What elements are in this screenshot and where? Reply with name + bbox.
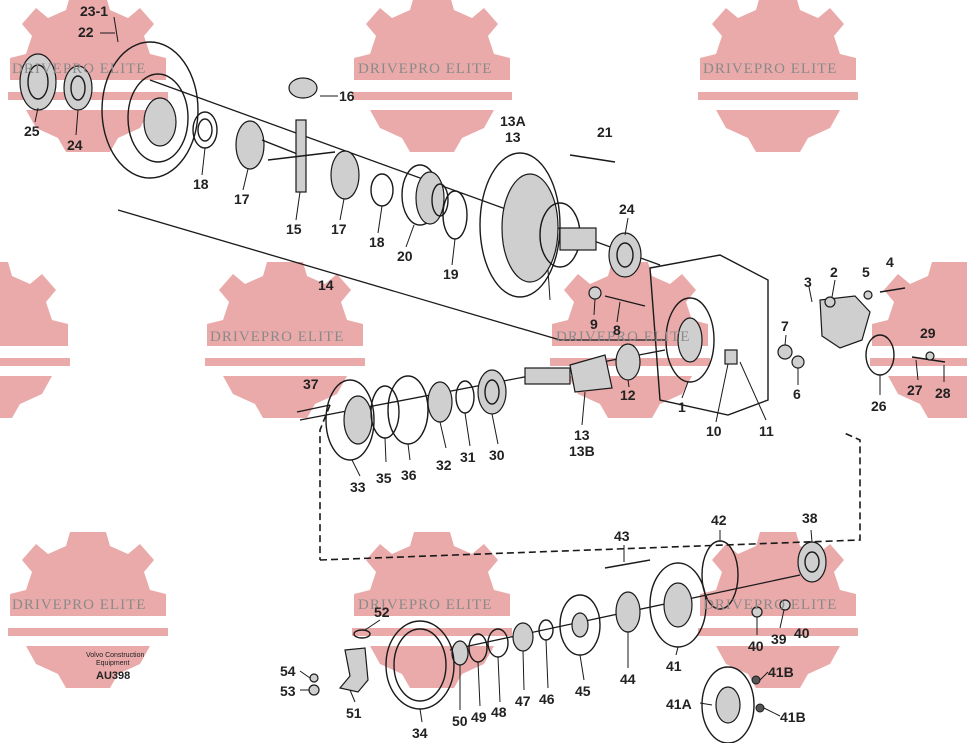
watermark-text: DRIVEPRO ELITE bbox=[556, 329, 690, 345]
part-labels: 23-1 22 16 25 24 18 17 15 17 18 20 19 13… bbox=[24, 3, 951, 741]
part-label: 9 bbox=[590, 316, 598, 332]
part-label: 52 bbox=[374, 604, 390, 620]
part-label: 47 bbox=[515, 693, 531, 709]
watermark-text: DRIVEPRO ELITE bbox=[210, 329, 344, 345]
part-label: 21 bbox=[597, 124, 613, 140]
part-label: 32 bbox=[436, 457, 452, 473]
part-label: 28 bbox=[935, 385, 951, 401]
maker-code: AU398 bbox=[96, 670, 130, 682]
part-label: 18 bbox=[369, 234, 385, 250]
part-label: 26 bbox=[871, 398, 887, 414]
part-label: 40 bbox=[794, 625, 810, 641]
part-label: 20 bbox=[397, 248, 413, 264]
part-label: 8 bbox=[613, 322, 621, 338]
part-label: 51 bbox=[346, 705, 362, 721]
part-label: 31 bbox=[460, 449, 476, 465]
part-label: 40 bbox=[748, 638, 764, 654]
maker-mark: Volvo Construction Equipment AU398 bbox=[86, 652, 144, 682]
part-label: 27 bbox=[907, 382, 923, 398]
part-label: 24 bbox=[67, 137, 83, 153]
connector-dashed bbox=[319, 404, 861, 561]
watermark-text: DRIVEPRO ELITE bbox=[358, 61, 492, 77]
part-label: 22 bbox=[78, 24, 94, 40]
part-label: 44 bbox=[620, 671, 636, 687]
part-label: 41B bbox=[780, 709, 806, 725]
maker-line2: Equipment bbox=[96, 660, 130, 667]
leader-lines bbox=[34, 16, 945, 723]
part-label: 45 bbox=[575, 683, 591, 699]
part-label: 11 bbox=[759, 423, 774, 439]
part-label: 34 bbox=[412, 725, 428, 741]
watermark-text: DRIVEPRO ELITE bbox=[358, 597, 492, 613]
part-label: 13 bbox=[505, 129, 521, 145]
part-label: 35 bbox=[376, 470, 392, 486]
part-label: 43 bbox=[614, 528, 630, 544]
part-label: 4 bbox=[886, 254, 894, 270]
part-label: 19 bbox=[443, 266, 459, 282]
part-label: 39 bbox=[771, 631, 787, 647]
part-label: 6 bbox=[793, 386, 801, 402]
part-label: 1 bbox=[678, 399, 686, 415]
part-label: 49 bbox=[471, 709, 487, 725]
part-label: 48 bbox=[491, 704, 507, 720]
part-label: 54 bbox=[280, 663, 296, 679]
part-label: 36 bbox=[401, 467, 417, 483]
part-label: 23-1 bbox=[80, 3, 108, 19]
part-label: 41A bbox=[666, 696, 692, 712]
watermark-text: DRIVEPRO ELITE bbox=[12, 597, 146, 613]
part-label: 13B bbox=[569, 443, 595, 459]
upper-assembly bbox=[19, 41, 946, 416]
part-label: 18 bbox=[193, 176, 209, 192]
watermark-layer bbox=[0, 0, 967, 688]
pinion-assembly bbox=[296, 343, 738, 461]
watermark-text: DRIVEPRO ELITE bbox=[703, 61, 837, 77]
part-label: 17 bbox=[234, 191, 250, 207]
part-label: 3 bbox=[804, 274, 812, 290]
part-label: 17 bbox=[331, 221, 347, 237]
part-label: 25 bbox=[24, 123, 40, 139]
maker-line1: Volvo Construction bbox=[86, 652, 144, 659]
part-label: 38 bbox=[802, 510, 818, 526]
part-label: 50 bbox=[452, 713, 468, 729]
part-label: 41B bbox=[768, 664, 794, 680]
part-label: 10 bbox=[706, 423, 722, 439]
part-label: 24 bbox=[619, 201, 635, 217]
part-label: 42 bbox=[711, 512, 727, 528]
part-label: 5 bbox=[862, 264, 870, 280]
part-label: 15 bbox=[286, 221, 302, 237]
part-label: 30 bbox=[489, 447, 505, 463]
part-label: 33 bbox=[350, 479, 366, 495]
part-label: 41 bbox=[666, 658, 682, 674]
part-label: 37 bbox=[303, 376, 319, 392]
part-label: 13 bbox=[574, 427, 590, 443]
part-label: 7 bbox=[781, 318, 789, 334]
watermark-text: DRIVEPRO ELITE bbox=[12, 61, 146, 77]
part-label: 13A bbox=[500, 113, 526, 129]
part-label: 29 bbox=[920, 325, 936, 341]
part-label: 14 bbox=[318, 277, 334, 293]
part-label: 46 bbox=[539, 691, 555, 707]
watermark-text: DRIVEPRO ELITE bbox=[703, 597, 837, 613]
watermark-texts: DRIVEPRO ELITE DRIVEPRO ELITE DRIVEPRO E… bbox=[12, 61, 837, 613]
part-label: 12 bbox=[620, 387, 636, 403]
part-label: 2 bbox=[830, 264, 838, 280]
part-label: 53 bbox=[280, 683, 296, 699]
part-label: 16 bbox=[339, 88, 355, 104]
